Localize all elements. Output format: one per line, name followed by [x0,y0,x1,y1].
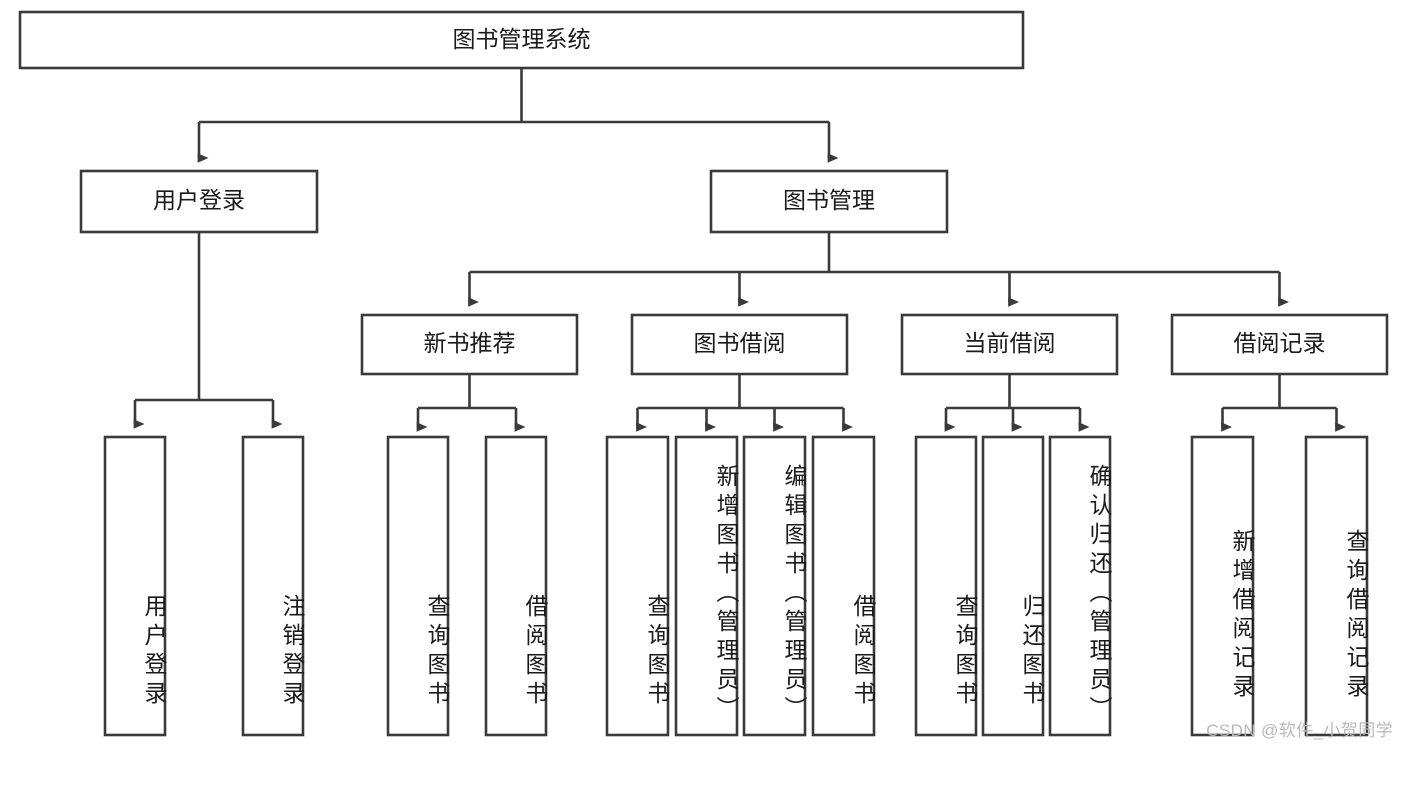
leaf-box-0[interactable] [103,435,167,737]
node-book-borrow[interactable] [630,313,849,376]
leaf-box-2[interactable] [386,435,450,737]
node-root[interactable] [18,10,1025,70]
node-root-box[interactable] [18,10,1025,70]
leaf-box-6[interactable] [742,435,807,737]
leaf-box-7[interactable] [811,435,876,737]
hierarchy-diagram: 图书管理系统 用户登录 图书管理 新书推荐 图书借阅 当前借阅 借阅记录 [18,10,1389,737]
leaf-box-8[interactable] [914,435,978,737]
node-book-manage-label: 图书管理 [783,187,875,213]
edge-borrow-record-to-leaves [1221,374,1347,432]
leaf-box-12[interactable] [1304,435,1369,737]
leaf-box-3[interactable] [484,435,548,737]
leaf-boxes [103,435,1369,737]
node-book-borrow-label: 图书借阅 [694,330,786,356]
edge-current-borrow-to-leaves [944,374,1090,432]
leaf-box-9[interactable] [981,435,1045,737]
edge-book-borrow-to-leaves [636,374,854,432]
flowchart-canvas: 图书管理系统 用户登录 图书管理 新书推荐 图书借阅 当前借阅 借阅记录 用户登… [18,10,1393,740]
node-new-book-rec-box[interactable] [360,313,579,376]
node-user-login-label: 用户登录 [153,187,245,213]
node-new-book-rec[interactable] [360,313,579,376]
node-current-borrow-box[interactable] [900,313,1119,376]
leaf-box-4[interactable] [605,435,670,737]
edge-root-to-level1 [197,68,839,163]
edge-new-book-rec-to-leaves [416,374,526,432]
node-current-borrow[interactable] [900,313,1119,376]
node-borrow-record-label: 借阅记录 [1234,330,1326,356]
csdn-watermark: CSDN @软件_小贺同学 [1206,721,1393,740]
leaf-box-11[interactable] [1190,435,1255,737]
node-current-borrow-label: 当前借阅 [964,330,1056,356]
leaf-box-10[interactable] [1048,435,1112,737]
edge-book-manage-to-level2 [468,232,1290,307]
edge-user-login-to-leaves [133,232,283,429]
node-book-borrow-box[interactable] [630,313,849,376]
node-book-manage[interactable] [709,169,949,234]
leaf-box-5[interactable] [674,435,739,737]
node-borrow-record[interactable] [1170,313,1389,376]
leaf-box-1[interactable] [241,435,305,737]
node-new-book-rec-label: 新书推荐 [424,330,516,356]
node-borrow-record-box[interactable] [1170,313,1389,376]
node-root-label: 图书管理系统 [453,26,591,52]
node-book-manage-box[interactable] [709,169,949,234]
